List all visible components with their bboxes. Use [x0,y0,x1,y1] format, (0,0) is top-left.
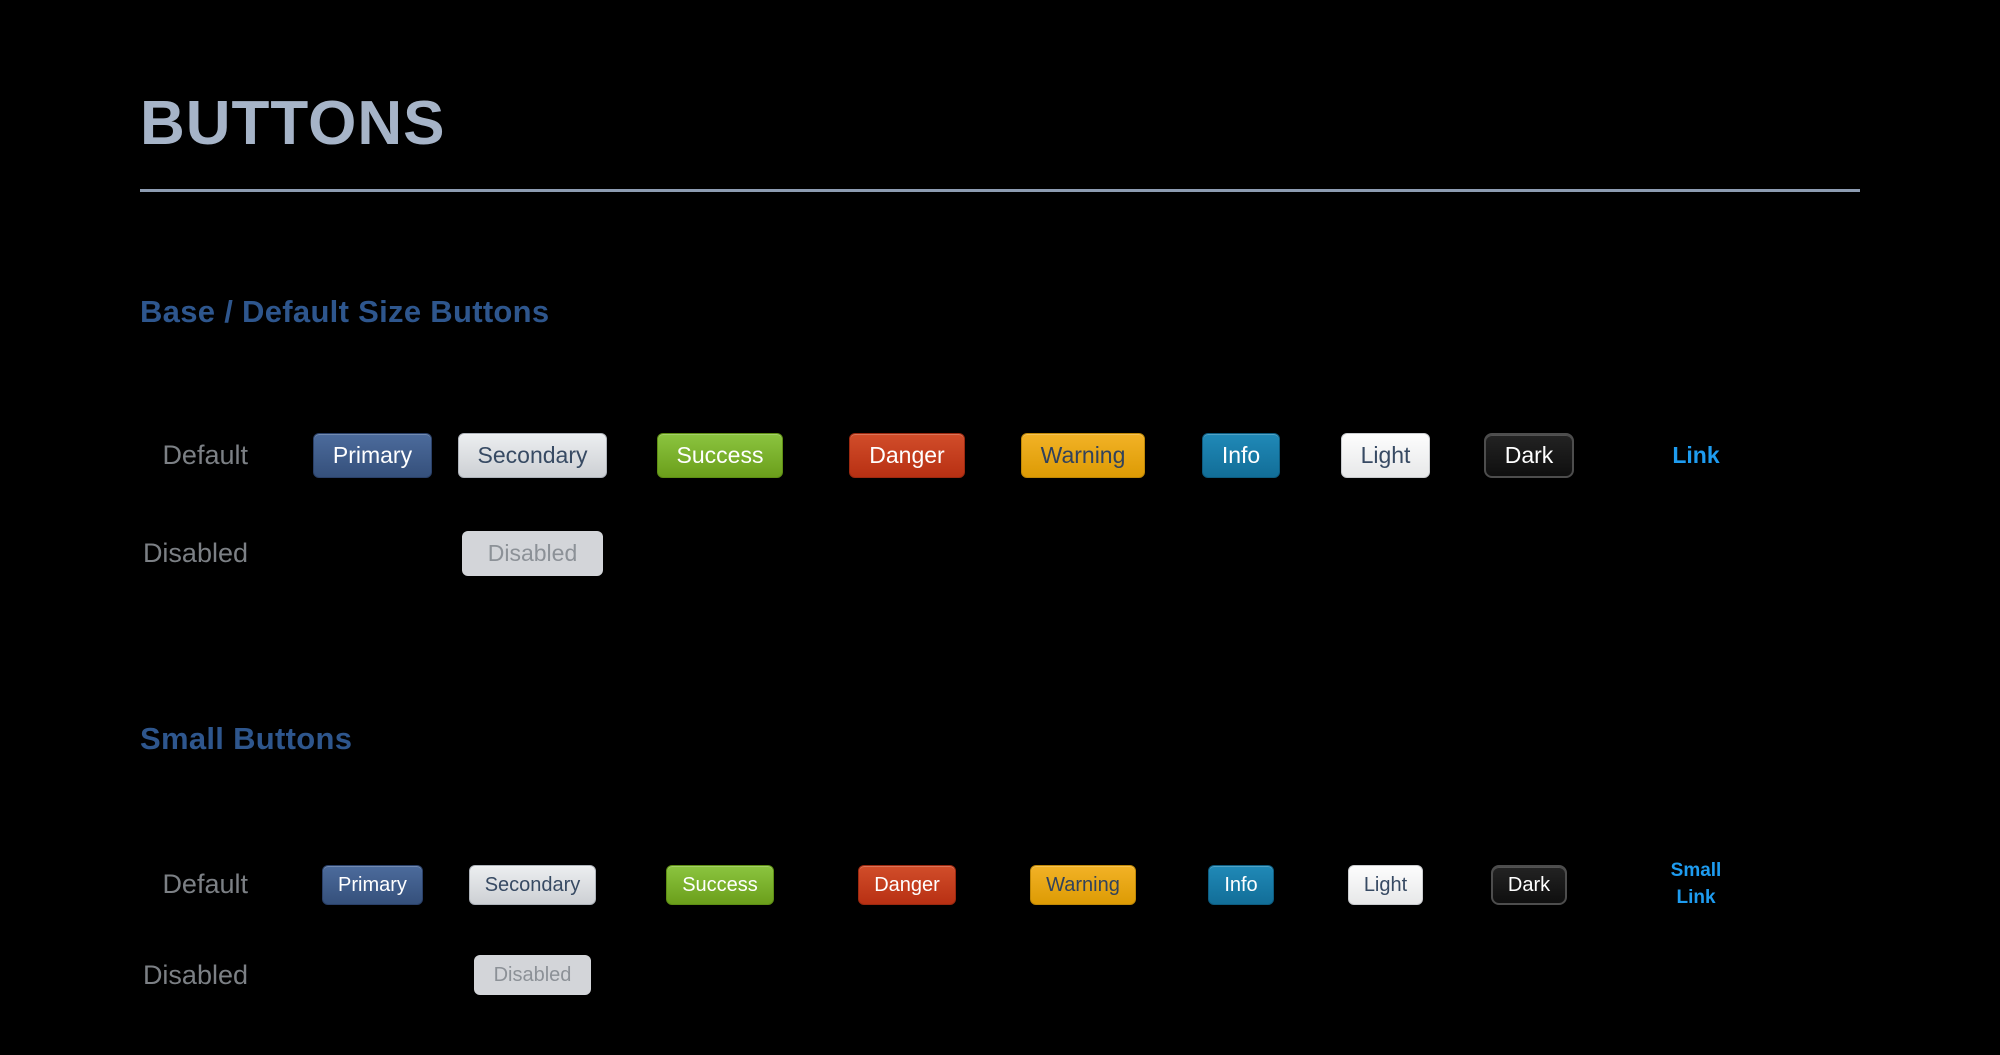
light-button[interactable]: Light [1340,432,1431,478]
row-label-disabled: Disabled [142,537,248,568]
small-dark-button[interactable]: Dark [1490,864,1568,905]
small-link-button[interactable]: Small Link [1657,858,1735,911]
small-disabled-row: Disabled Disabled [140,950,1890,1000]
section-heading-small: Small Buttons [140,721,353,756]
small-info-button[interactable]: Info [1208,864,1274,905]
small-light-button[interactable]: Light [1347,864,1424,905]
page-title: BUTTONS [140,89,446,158]
disabled-button[interactable]: Disabled [461,530,604,576]
row-label-disabled: Disabled [142,959,248,990]
row-label-default: Default [162,439,248,470]
row-label-cell: Default [140,440,305,471]
small-danger-button[interactable]: Danger [858,864,956,905]
section-heading-base-default: Base / Default Size Buttons [140,294,550,329]
small-success-button[interactable]: Success [666,864,774,905]
link-button[interactable]: Link [1653,433,1738,478]
small-disabled-button[interactable]: Disabled [473,955,592,995]
warning-button[interactable]: Warning [1020,432,1146,478]
dark-button[interactable]: Dark [1483,432,1575,478]
danger-button[interactable]: Danger [849,432,965,478]
row-label-cell: Disabled [140,960,305,991]
small-buttons-row: Default Primary Secondary Success Danger… [140,858,1890,908]
primary-button[interactable]: Primary [312,432,433,478]
row-label-default: Default [162,869,248,900]
small-primary-button[interactable]: Primary [322,864,423,905]
info-button[interactable]: Info [1201,432,1281,478]
success-button[interactable]: Success [656,432,784,478]
row-label-cell: Default [140,869,305,900]
title-divider [140,189,1860,192]
small-warning-button[interactable]: Warning [1030,864,1136,905]
secondary-button[interactable]: Secondary [457,432,608,478]
row-label-cell: Disabled [140,538,305,569]
default-size-disabled-row: Disabled Disabled [140,528,1890,578]
default-size-buttons-row: Default Primary Secondary Success Danger… [140,430,1890,480]
small-secondary-button[interactable]: Secondary [468,864,597,905]
